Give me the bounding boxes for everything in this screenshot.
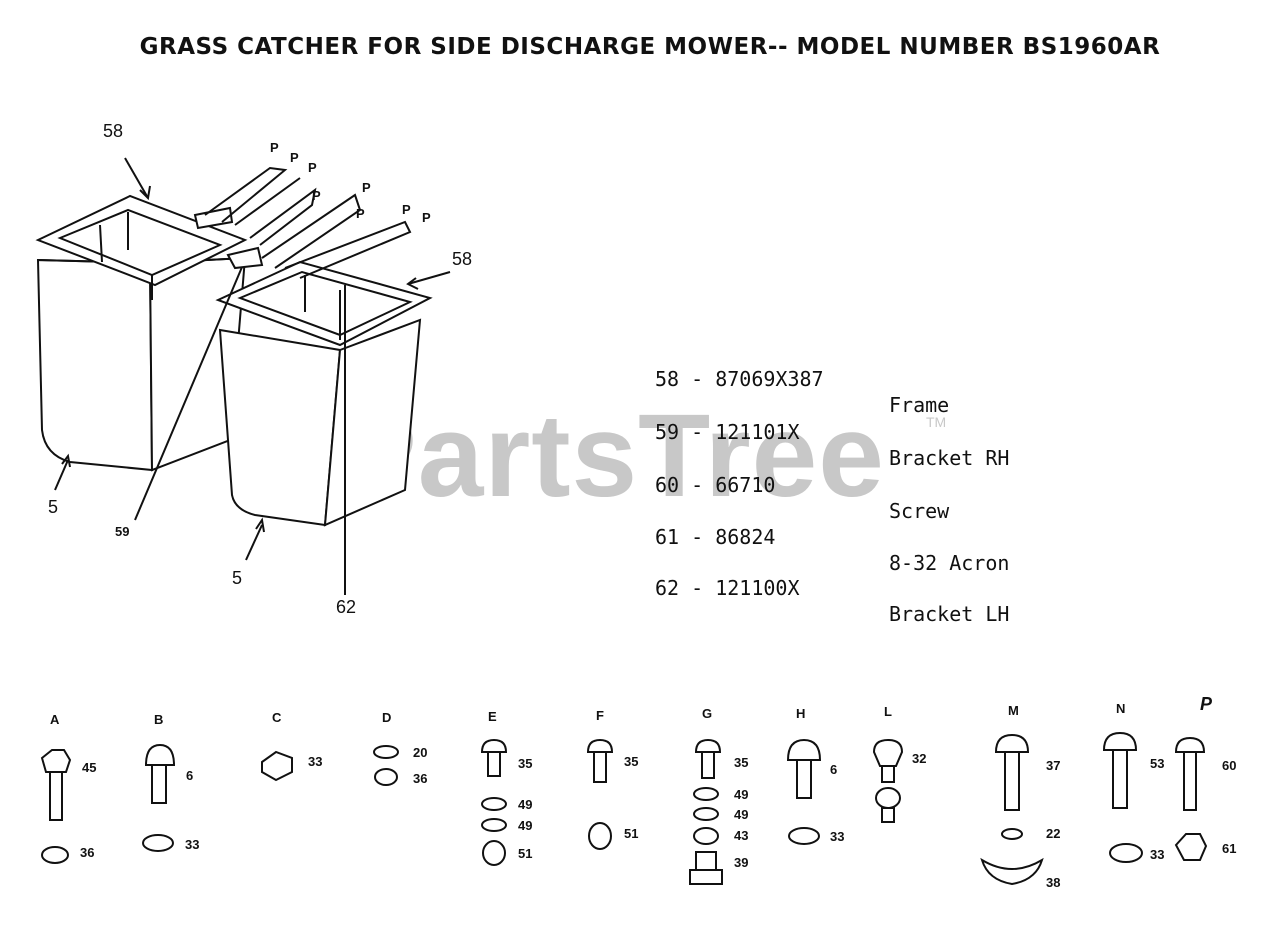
callout-p-3: P: [308, 160, 317, 175]
callout-5-left: 5: [48, 497, 58, 517]
d-20: 20: [413, 745, 427, 760]
callout-62: 62: [336, 597, 356, 617]
g-49a: 49: [734, 787, 748, 802]
m-22: 22: [1046, 826, 1060, 841]
callout-59: 59: [115, 524, 129, 539]
d-36: 36: [413, 771, 427, 786]
b-6: 6: [186, 768, 193, 783]
e-35: 35: [518, 756, 532, 771]
right-grass-bag: [218, 318, 422, 527]
m-38: 38: [1046, 875, 1060, 890]
watermark-tm: TM: [926, 414, 947, 430]
part-row-61: 61 - 86824 8-32 Acron: [655, 525, 1010, 575]
e-49b: 49: [518, 818, 532, 833]
b-33: 33: [185, 837, 199, 852]
e-49a: 49: [518, 797, 532, 812]
left-frame: [35, 194, 248, 300]
h-6: 6: [830, 762, 837, 777]
part-row-62: 62 - 121100X Bracket LH: [655, 576, 1010, 626]
callout-p-1: P: [270, 140, 279, 155]
c-33: 33: [308, 754, 322, 769]
m-37: 37: [1046, 758, 1060, 773]
kit-letter-h: H: [796, 706, 805, 721]
a-45: 45: [82, 760, 96, 775]
n-53: 53: [1150, 756, 1164, 771]
callout-5-right: 5: [232, 568, 242, 588]
diagram-title: GRASS CATCHER FOR SIDE DISCHARGE MOWER--…: [139, 34, 1161, 60]
kit-letter-e: E: [488, 709, 497, 724]
h-33: 33: [830, 829, 844, 844]
callout-p-8: P: [422, 210, 431, 225]
kit-letter-d: D: [382, 710, 391, 725]
part-row-58: 58 - 87069X387 Frame: [655, 367, 950, 417]
l-32: 32: [912, 751, 926, 766]
kit-letter-m: M: [1008, 703, 1019, 718]
kit-letter-g: G: [702, 706, 712, 721]
e-51: 51: [518, 846, 532, 861]
callout-p-6: P: [356, 206, 365, 221]
kit-letter-c: C: [272, 710, 282, 725]
kit-letter-l: L: [884, 704, 892, 719]
callout-58-right: 58: [452, 249, 472, 269]
part-row-60: 60 - 66710 Screw: [655, 473, 950, 523]
watermark: PartsTree: [338, 390, 885, 522]
kit-letter-f: F: [596, 708, 604, 723]
a-36: 36: [80, 845, 94, 860]
p-60: 60: [1222, 758, 1236, 773]
g-43: 43: [734, 828, 748, 843]
kit-letter-n: N: [1116, 701, 1125, 716]
callout-58-left: 58: [103, 121, 123, 141]
bracket-rh-line: [134, 259, 246, 521]
f-51: 51: [624, 826, 638, 841]
kit-letter-b: B: [154, 712, 163, 727]
callout-p-2: P: [290, 150, 299, 165]
kit-letter-p: P: [1200, 694, 1213, 714]
g-35: 35: [734, 755, 748, 770]
g-49b: 49: [734, 807, 748, 822]
callout-p-7: P: [402, 202, 411, 217]
g-39: 39: [734, 855, 748, 870]
hardware-kits: A B C D E F G H L M N P 45 36 6 33 33 20…: [40, 694, 1236, 890]
part-row-59: 59 - 121101X Bracket RH: [655, 420, 1010, 470]
kit-letter-a: A: [50, 712, 60, 727]
n-33: 33: [1150, 847, 1164, 862]
callout-p-5: P: [362, 180, 371, 195]
f-35: 35: [624, 754, 638, 769]
right-frame: [215, 260, 433, 347]
callout-p-4: P: [312, 188, 321, 203]
p-61: 61: [1222, 841, 1236, 856]
left-grass-bag: [36, 256, 247, 472]
